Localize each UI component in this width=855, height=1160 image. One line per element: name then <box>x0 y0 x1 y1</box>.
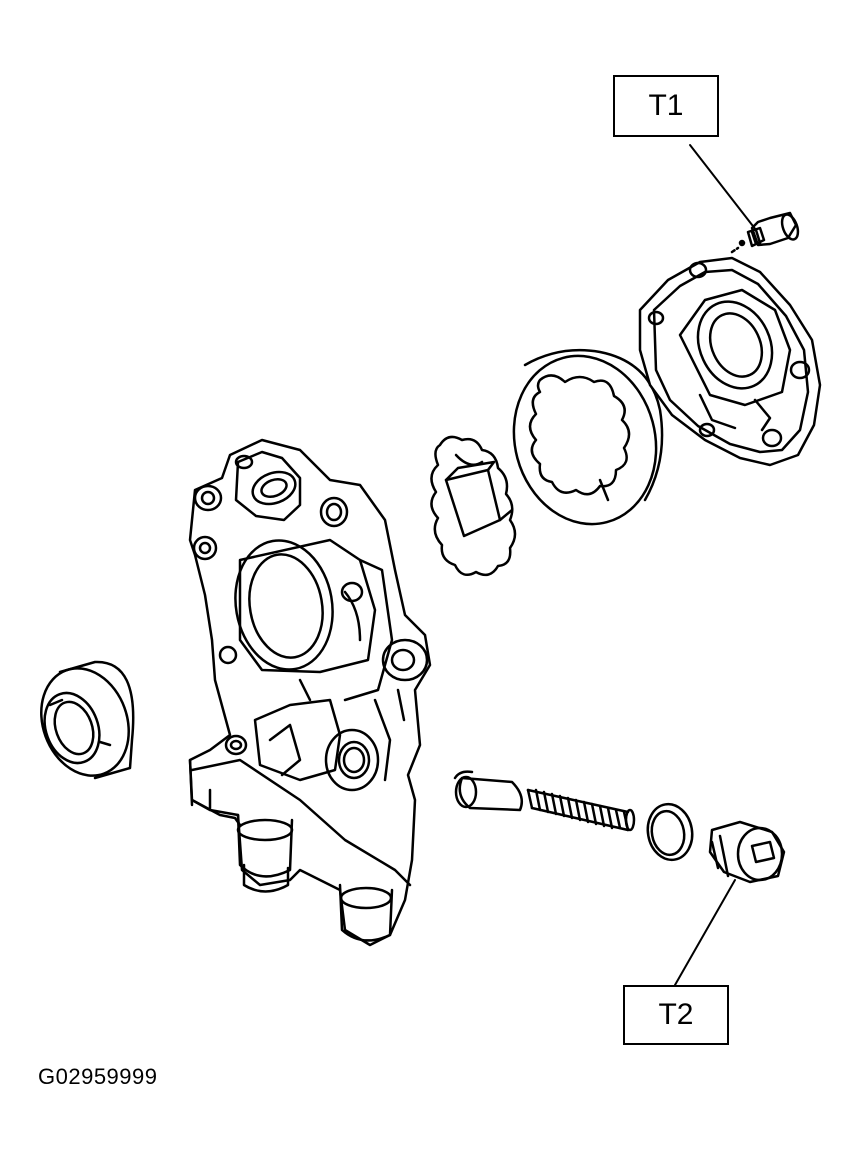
relief-valve-spring <box>528 790 634 830</box>
gasket-washer <box>643 801 696 864</box>
pump-cover-plate <box>640 258 820 465</box>
figure-id: G02959999 <box>38 1064 158 1089</box>
oil-seal <box>27 656 144 788</box>
leader-t1 <box>690 145 756 230</box>
oil-pump-body <box>190 440 430 945</box>
callout-t1: T1 <box>613 75 719 137</box>
callout-t2: T2 <box>623 985 729 1045</box>
inner-rotor <box>431 437 515 575</box>
plug-bolt <box>710 822 784 882</box>
cover-screw <box>732 212 801 252</box>
relief-valve <box>455 772 522 810</box>
outer-rotor <box>495 340 674 540</box>
callout-t2-label: T2 <box>658 998 694 1031</box>
leader-t2 <box>675 880 735 985</box>
callout-t1-label: T1 <box>648 89 684 122</box>
